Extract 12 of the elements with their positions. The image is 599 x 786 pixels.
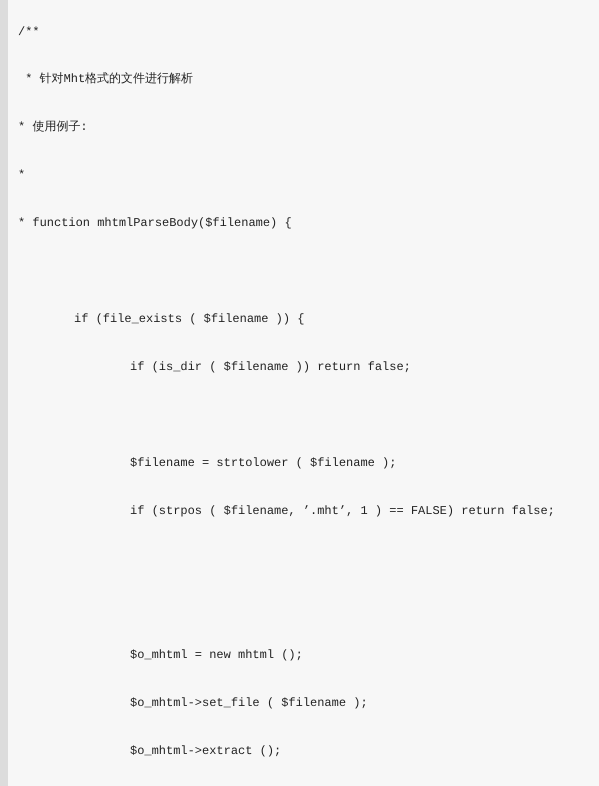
code-line: if (is_dir ( $filename )) return false; [130, 359, 411, 376]
code-line: if (strpos ( $filename, ’.mht’, 1 ) == FALSE) return false; [130, 503, 555, 520]
code-line: $o_mhtml = new mhtml (); [130, 647, 303, 664]
code-line: * 使用例子: [18, 119, 88, 136]
code-line: /** [18, 24, 40, 41]
code-line: $filename = strtolower ( $filename ); [130, 455, 396, 472]
code-line: * [18, 167, 26, 184]
code-line: if (file_exists ( $filename )) { [74, 311, 304, 328]
code-line: $o_mhtml->extract (); [130, 743, 282, 760]
code-line: * function mhtmlParseBody($filename) { [18, 215, 292, 232]
code-line: * 针对Mht格式的文件进行解析 [24, 71, 194, 88]
code-line: $o_mhtml->set_file ( $filename ); [130, 695, 368, 712]
